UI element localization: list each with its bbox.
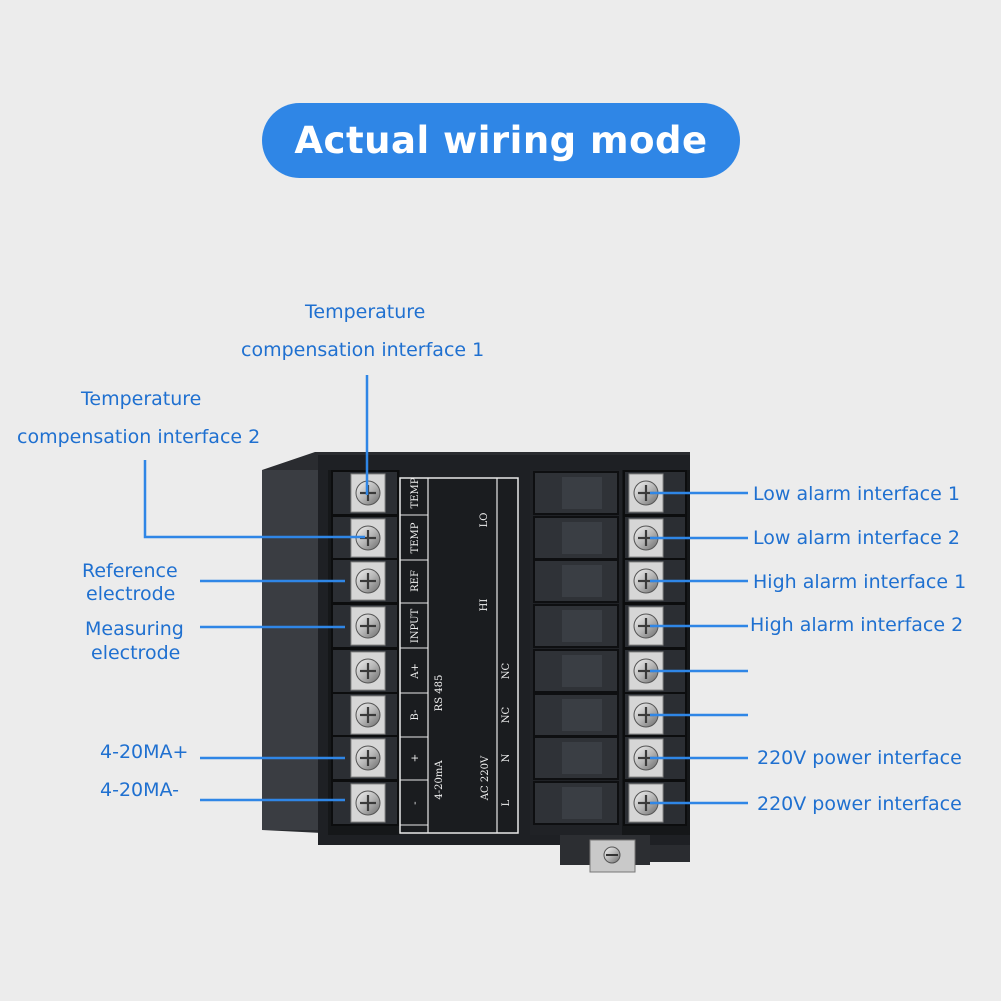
left-terminal-tag-8: -: [410, 801, 421, 804]
ac220-group-label: AC 220V: [480, 755, 491, 801]
left-screw-4: [350, 606, 386, 646]
label-high-alarm-1: High alarm interface 1: [753, 571, 967, 593]
label-temp2-line1: Temperature: [81, 388, 202, 410]
label-temp1-line2: compensation interface 1: [241, 339, 485, 361]
label-power-1: 220V power interface: [757, 747, 962, 769]
right-relay-block: [530, 470, 622, 835]
label-ref-line2: electrode: [86, 583, 176, 605]
right-terminal-tag-2: HI: [479, 599, 490, 612]
left-screw-6: [350, 695, 386, 735]
left-terminal-tag-7: +: [410, 754, 421, 762]
label-low-alarm-2: Low alarm interface 2: [753, 527, 960, 549]
left-terminal-tag-6: B-: [410, 710, 421, 721]
right-terminal-tag-3: NC: [501, 662, 512, 679]
right-terminal-block: [622, 470, 690, 835]
left-terminal-block: [328, 470, 400, 835]
label-low-alarm-1: Low alarm interface 1: [753, 483, 960, 505]
title-banner: Actual wiring mode: [262, 103, 740, 178]
label-temp2-line2: compensation interface 2: [17, 426, 261, 448]
left-screw-7: [350, 738, 386, 778]
label-meas-line1: Measuring: [85, 618, 184, 640]
left-terminal-tag-1: TEMP: [410, 477, 421, 508]
left-terminal-tag-3: REF: [410, 570, 421, 592]
left-terminal-tag-2: TEMP: [410, 522, 421, 553]
rs485-group-label: RS 485: [434, 675, 445, 712]
left-screw-5: [350, 651, 386, 691]
label-meas-line2: electrode: [91, 642, 181, 664]
label-ma-plus: 4-20MA+: [100, 741, 189, 763]
label-temp1-line1: Temperature: [305, 301, 426, 323]
right-terminal-tag-4: NC: [501, 706, 512, 723]
label-ref-line1: Reference: [82, 560, 178, 582]
right-screw-2: [628, 518, 664, 558]
left-label-panel: TEMP TEMP REF INPUT A+ B- + - RS 485 4-20mA AC 220…: [399, 477, 519, 834]
right-terminal-tag-6: L: [501, 799, 512, 806]
label-power-2: 220V power interface: [757, 793, 962, 815]
left-terminal-tag-5: A+: [410, 663, 421, 680]
right-terminal-tag-1: LO: [479, 513, 490, 528]
label-high-alarm-2: High alarm interface 2: [750, 614, 964, 636]
left-screw-8: [350, 783, 386, 823]
label-ma-minus: 4-20MA-: [100, 779, 179, 801]
left-screw-3: [350, 561, 386, 601]
pointer-lines: [143, 375, 748, 805]
right-terminal-tag-5: N: [501, 753, 512, 762]
ma-group-label: 4-20mA: [434, 760, 445, 800]
right-screw-6: [628, 695, 664, 735]
left-terminal-tag-4: INPUT: [410, 608, 421, 643]
pointer-temp2: [143, 460, 365, 539]
